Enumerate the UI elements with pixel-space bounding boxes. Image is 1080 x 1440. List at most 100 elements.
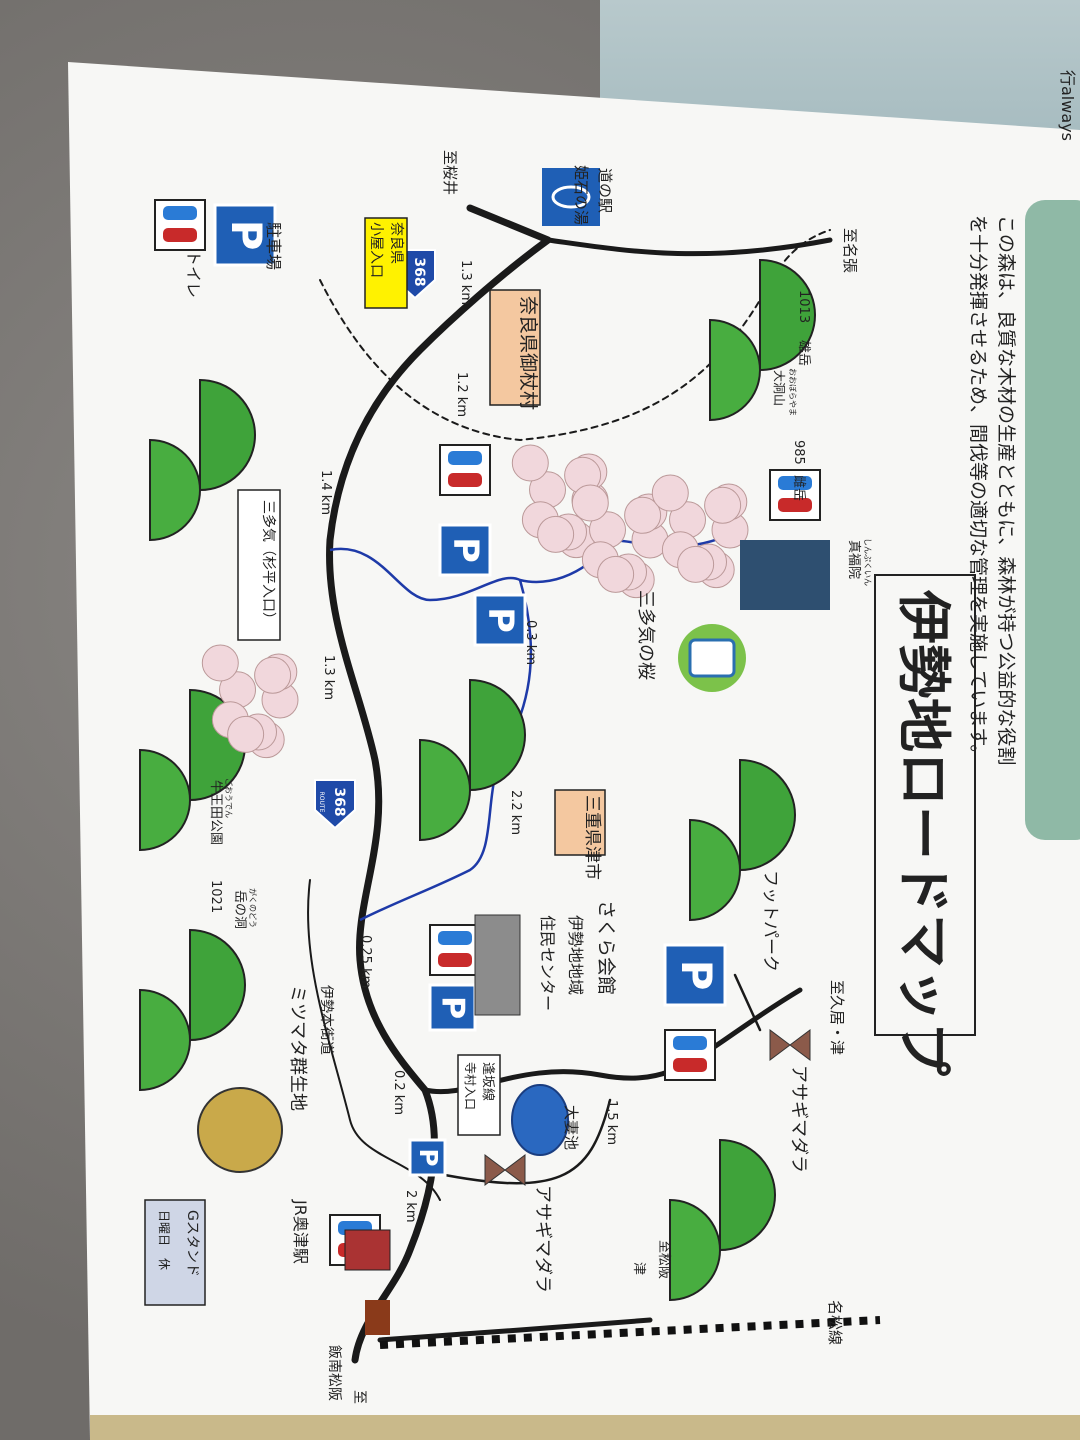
label-osaka-line: 逢坂線: [480, 1062, 496, 1101]
box-g-stand: [144, 1199, 206, 1306]
sakura-tree-icon: [571, 484, 669, 599]
toilet-icon: [439, 444, 491, 496]
map-title: 伊勢地ロードマップ: [892, 589, 955, 1076]
label-otsumaike: 大妻池: [562, 1105, 580, 1150]
label-ise-honkaido: 伊勢本街道: [318, 985, 334, 1055]
route-number: 368: [411, 257, 427, 286]
distance-label: 2 km: [403, 1190, 418, 1223]
distance-label: 0.2 km: [391, 1070, 406, 1115]
distance-label: 1.4 km: [318, 470, 333, 515]
mountain-icon: [139, 688, 246, 852]
parking-symbol: P: [414, 1149, 443, 1167]
camera-icon: [678, 624, 746, 692]
route-368-shield-icon: 368 ROUTE: [314, 779, 356, 830]
road-to-nabari: [545, 237, 833, 257]
mitsumata-photo: [197, 1087, 283, 1173]
label-to-sakurai: 至桜井: [441, 150, 459, 195]
box-nara-mitsue: [489, 289, 541, 406]
box-osaka-line: [457, 1054, 501, 1136]
label-mitake-sugidaira: 三多気（杉平入口）: [260, 500, 277, 626]
route-sub-label: ROUTE: [318, 792, 325, 813]
label-meisho-line: 名松線: [826, 1300, 844, 1345]
callout-nara-koya: [364, 217, 408, 309]
mountain-icon: [419, 678, 526, 842]
distance-label: 0.25 km: [358, 935, 373, 988]
railway-meisho-line: [379, 1316, 881, 1349]
butterfly-icon: [484, 1154, 526, 1186]
parking-symbol: P: [222, 220, 271, 251]
label-himeishi-no-yu: 姫石の湯: [572, 165, 590, 225]
label-foot-park: フットパーク: [760, 870, 780, 972]
label-shinpukuin-ruby: しんぷくいん: [863, 538, 872, 586]
main-road-368: [326, 204, 552, 1364]
label-nara: 奈良県: [388, 222, 404, 264]
parking-symbol: P: [435, 996, 471, 1019]
title-box: [874, 574, 976, 1036]
toilet-icon: [429, 924, 481, 976]
label-iseji-chiiki: 伊勢地地域: [566, 915, 585, 995]
label-jr-okitsu-station: JR奥津駅: [291, 1199, 310, 1264]
label-g-stand: Gスタンド: [184, 1210, 200, 1277]
toilet-icon: [664, 1029, 716, 1081]
label-sakura-kaikan: さくら会館: [595, 900, 617, 995]
bottom-photo-strip: [90, 1415, 1080, 1440]
parking-icon: P: [663, 943, 727, 1007]
distance-label: 1.3 km: [321, 655, 336, 700]
label-odake-elevation: 1013: [796, 290, 811, 323]
box-mie-tsu: [554, 789, 606, 856]
community-center-icon: [474, 914, 521, 1016]
mountain-icon: [139, 928, 246, 1092]
legend-parking-label: 駐車場: [264, 222, 283, 270]
label-odake: 雄岳: [796, 340, 811, 366]
label-gakunodo: 岳の洞: [232, 890, 247, 929]
toilet-icon: [769, 469, 821, 521]
label-asagimadara-1: アサギマダラ: [788, 1065, 809, 1173]
label-gakunodo-elevation: 1021: [208, 880, 223, 913]
box-mitake-sugidaira: [237, 489, 281, 641]
label-koya-iriguchi: 小屋入口: [368, 222, 384, 278]
label-iinan-matsusaka: 飯南松阪: [326, 1345, 343, 1401]
station-icon: [344, 1229, 391, 1271]
mountain-icon: [149, 378, 256, 542]
parking-symbol: P: [445, 537, 485, 563]
parking-icon: P: [408, 1138, 447, 1177]
label-jumin-center: 住民センター: [538, 915, 557, 1011]
sakura-tree-icon: [651, 474, 749, 589]
parking-icon: P: [213, 203, 277, 267]
label-mie-tsu: 三重県津市: [582, 795, 602, 880]
sakura-tree-icon: [511, 444, 609, 559]
mountain-icon: [709, 258, 816, 422]
label-teramura-iriguchi: 寺村入口: [463, 1062, 477, 1110]
label-mitsumata: ミツマタ群生地: [287, 985, 308, 1111]
legend-toilet-label: トイレ: [184, 250, 203, 298]
distance-label: 1.5 km: [604, 1100, 619, 1145]
label-nara-mitsue: 奈良県御杖村: [517, 296, 539, 410]
footpark-road: [733, 973, 762, 1032]
road-to-matsusaka: [377, 1317, 653, 1343]
label-to-nabari: 至名張: [841, 228, 859, 273]
temple-shinpukuin-icon: [740, 540, 830, 610]
parking-icon: P: [438, 523, 492, 577]
label-goouden-park: 牛王田公園: [208, 780, 223, 845]
label-medake-elevation: 985: [791, 440, 806, 465]
label-oboraya-ruby: おおぼらやま: [788, 368, 797, 416]
info-panel: [1025, 200, 1080, 840]
label-medake: 雌岳: [791, 475, 807, 501]
label-to-hisai-tsu: 至久居・津: [828, 980, 846, 1055]
route-number: 368: [331, 787, 347, 816]
mountain-icon: [669, 1138, 776, 1302]
distance-label: 0.3 km: [523, 620, 538, 665]
label-mitake-sakura: 三多気の桜: [635, 590, 656, 680]
sakura-tree-icon: [201, 644, 299, 759]
label-oboraya: 大洞山: [772, 370, 786, 406]
distance-label: 2.2 km: [508, 790, 523, 835]
parking-symbol: P: [480, 607, 520, 633]
label-g-stand-closed: 日曜日 休: [157, 1210, 171, 1270]
butterfly-icon: [769, 1029, 811, 1061]
intro-top-fragment: 行always: [1058, 70, 1077, 141]
parking-symbol: P: [672, 960, 721, 991]
onsen-icon: [542, 168, 600, 226]
parking-icon: P: [473, 593, 527, 647]
label-shinpukuin: 真福院: [846, 540, 861, 579]
